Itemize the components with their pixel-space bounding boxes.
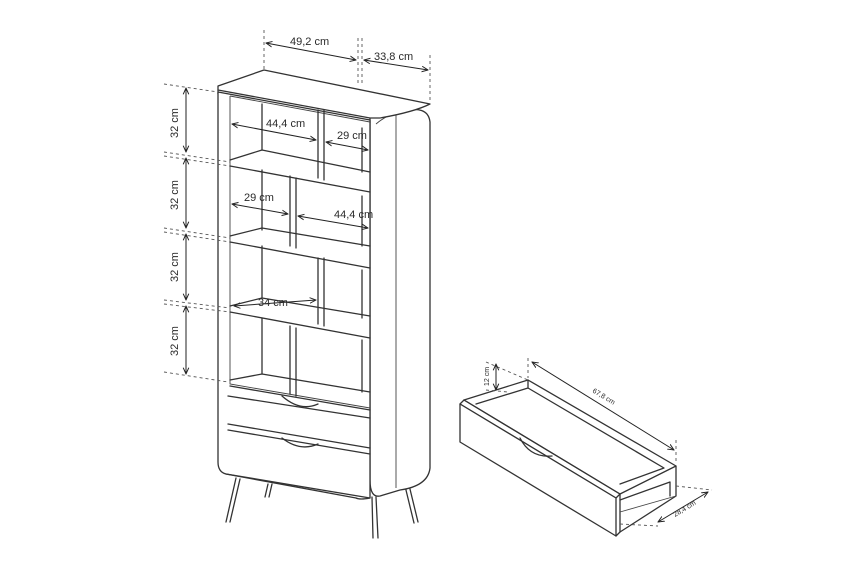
shelf2-left-label: 29 cm xyxy=(244,192,274,204)
bookcase-shelf-dimensions: 44,4 cm 29 cm 29 cm 44,4 cm 34 cm xyxy=(232,118,373,309)
height-label-2: 32 cm xyxy=(169,180,181,210)
height-label-1: 32 cm xyxy=(169,108,181,138)
height-label-4: 32 cm xyxy=(169,326,181,356)
shelf1-left-label: 44,4 cm xyxy=(266,118,305,130)
bookcase-drawing xyxy=(217,69,431,539)
drawer-drawing xyxy=(459,379,677,537)
width-label: 49,2 cm xyxy=(290,36,329,48)
drawer-height-label: 12 cm xyxy=(484,367,491,386)
bookcase-side-panel xyxy=(369,108,431,497)
shelf1-right-label: 29 cm xyxy=(337,130,367,142)
bookcase-top-panel xyxy=(217,69,431,119)
bookcase-height-dimensions: 32 cm 32 cm 32 cm 32 cm xyxy=(163,83,231,383)
drawer-length-label: 67,8 cm xyxy=(591,388,616,407)
height-label-3: 32 cm xyxy=(169,252,181,282)
bookcase-front-frame xyxy=(217,91,371,500)
drawer-depth-label: 28,4 cm xyxy=(672,500,697,519)
bookcase-top-dimensions: 49,2 cm 33,8 cm xyxy=(263,30,431,100)
bookcase-legs xyxy=(225,477,419,539)
depth-label: 33,8 cm xyxy=(374,51,413,63)
shelf2-right-label: 44,4 cm xyxy=(334,209,373,221)
drawer-handle-bottom xyxy=(281,437,319,448)
drawer-handle-top xyxy=(281,395,319,408)
shelf3-label: 34 cm xyxy=(258,297,288,309)
bookcase-drawers xyxy=(225,395,371,499)
drawer-handle xyxy=(519,437,553,457)
